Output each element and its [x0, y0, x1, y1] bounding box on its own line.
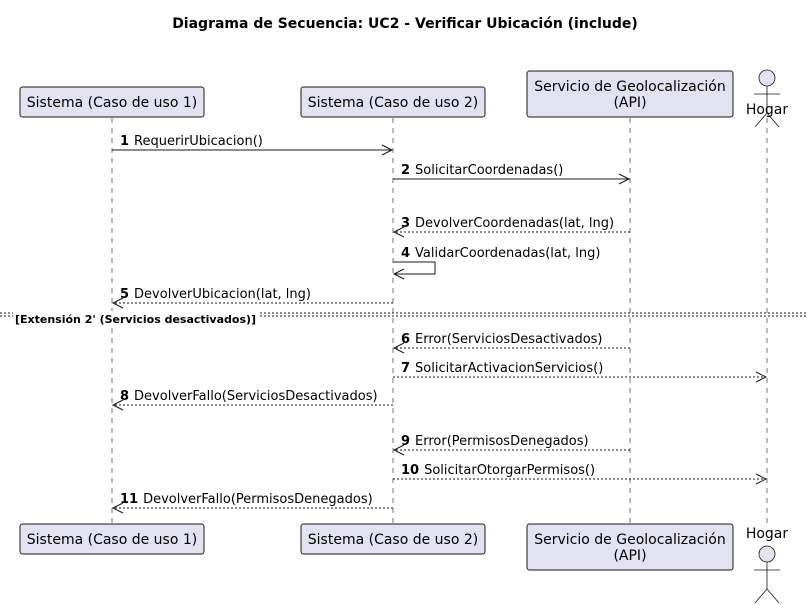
- message-text: DevolverUbicacion(lat, lng): [134, 287, 311, 302]
- arrow-head: [755, 473, 768, 485]
- message-label: 9 Error(PermisosDenegados): [401, 434, 589, 449]
- message-9: 9 Error(PermisosDenegados): [392, 434, 630, 456]
- separator-label: [Extensión 2' (Servicios desactivados)]: [15, 313, 256, 326]
- message-11: 11 DevolverFallo(PermisosDenegados): [111, 492, 393, 514]
- message-label: 3 DevolverCoordenadas(lat, lng): [401, 216, 614, 231]
- participant-box: [19, 86, 205, 118]
- actor-head: [758, 69, 776, 87]
- participant-label: Sistema (Caso de uso 2): [308, 532, 478, 548]
- message-2: 2 SolicitarCoordenadas(): [393, 163, 631, 185]
- message-text: DevolverCoordenadas(lat, lng): [415, 216, 614, 231]
- participant-label: Hogar: [746, 526, 789, 542]
- message-number: 3: [401, 216, 410, 231]
- message-text: Error(ServiciosDesactivados): [415, 332, 602, 347]
- message-label: 7 SolicitarActivacionServicios(): [401, 361, 603, 376]
- participant-label: Sistema (Caso de uso 1): [27, 532, 197, 548]
- arrow-head: [392, 226, 405, 238]
- participant-label-line: (API): [613, 548, 646, 564]
- actor-body: [754, 86, 780, 128]
- message-number: 9: [401, 434, 410, 449]
- message-5: 5 DevolverUbicacion(lat, lng): [111, 287, 393, 309]
- message-label: 6 Error(ServiciosDesactivados): [401, 332, 603, 347]
- message-text: SolicitarActivacionServicios(): [415, 361, 603, 376]
- participant-box: [19, 523, 205, 555]
- message-text: DevolverFallo(ServiciosDesactivados): [134, 389, 378, 404]
- participant-geo-bottom: Servicio de Geolocalización(API): [526, 523, 734, 571]
- message-3: 3 DevolverCoordenadas(lat, lng): [392, 216, 630, 238]
- participant-label: Sistema (Caso de uso 1): [27, 95, 197, 111]
- message-1: 1 RequerirUbicacion(): [112, 134, 394, 156]
- message-number: 1: [120, 134, 129, 149]
- arrow-head: [392, 268, 405, 280]
- actor-head: [758, 545, 776, 563]
- message-number: 4: [401, 246, 410, 261]
- participant-label: Hogar: [746, 102, 789, 118]
- message-label: 1 RequerirUbicacion(): [120, 134, 263, 149]
- participant-box: [526, 70, 734, 118]
- message-label: 8 DevolverFallo(ServiciosDesactivados): [120, 389, 378, 404]
- participant-uc2-top: Sistema (Caso de uso 2): [300, 86, 486, 118]
- arrow-head: [392, 342, 405, 354]
- actor-body: [754, 562, 780, 604]
- participant-uc2-bottom: Sistema (Caso de uso 2): [300, 523, 486, 555]
- separator-label-bg: [13, 311, 259, 325]
- message-7: 7 SolicitarActivacionServicios(): [393, 361, 768, 383]
- participant-label-line: (API): [613, 95, 646, 111]
- message-number: 7: [401, 361, 410, 376]
- participant-label-line: Servicio de Geolocalización: [534, 532, 725, 548]
- message-number: 5: [120, 287, 129, 302]
- participant-uc1-bottom: Sistema (Caso de uso 1): [19, 523, 205, 555]
- arrow-head: [392, 444, 405, 456]
- participant-box: [526, 523, 734, 571]
- participant-label: Sistema (Caso de uso 2): [308, 95, 478, 111]
- participant-hogar-bottom: Hogar: [746, 526, 789, 604]
- message-number: 2: [401, 163, 410, 178]
- message-10: 10 SolicitarOtorgarPermisos(): [393, 463, 768, 485]
- participant-uc1-top: Sistema (Caso de uso 1): [19, 86, 205, 118]
- message-text: SolicitarCoordenadas(): [415, 163, 563, 178]
- arrow-head: [618, 173, 631, 185]
- arrow-head: [755, 371, 768, 383]
- message-number: 11: [120, 492, 138, 507]
- message-4: 4 ValidarCoordenadas(lat, lng): [392, 246, 600, 280]
- arrow-head: [381, 144, 394, 156]
- arrow-head: [111, 399, 124, 411]
- arrow-head: [111, 297, 124, 309]
- message-label: 10 SolicitarOtorgarPermisos(): [401, 463, 595, 478]
- participant-geo-top: Servicio de Geolocalización(API): [526, 70, 734, 118]
- diagram-title: Diagrama de Secuencia: UC2 - Verificar U…: [172, 16, 638, 32]
- participant-hogar-top: Hogar: [746, 69, 789, 128]
- message-label: 5 DevolverUbicacion(lat, lng): [120, 287, 311, 302]
- message-text: RequerirUbicacion(): [134, 134, 263, 149]
- message-text: SolicitarOtorgarPermisos(): [424, 463, 595, 478]
- message-text: DevolverFallo(PermisosDenegados): [143, 492, 373, 507]
- message-8: 8 DevolverFallo(ServiciosDesactivados): [111, 389, 393, 411]
- arrow-head: [111, 502, 124, 514]
- message-label: 4 ValidarCoordenadas(lat, lng): [401, 246, 600, 261]
- participant-label-line: Servicio de Geolocalización: [534, 79, 725, 95]
- participant-box: [300, 86, 486, 118]
- message-number: 10: [401, 463, 419, 478]
- participant-box: [300, 523, 486, 555]
- message-text: ValidarCoordenadas(lat, lng): [415, 246, 600, 261]
- message-label: 2 SolicitarCoordenadas(): [401, 163, 563, 178]
- message-6: 6 Error(ServiciosDesactivados): [392, 332, 630, 354]
- message-arrow-line: [393, 261, 436, 275]
- message-label: 11 DevolverFallo(PermisosDenegados): [120, 492, 373, 507]
- message-text: Error(PermisosDenegados): [415, 434, 589, 449]
- message-number: 8: [120, 389, 129, 404]
- message-number: 6: [401, 332, 410, 347]
